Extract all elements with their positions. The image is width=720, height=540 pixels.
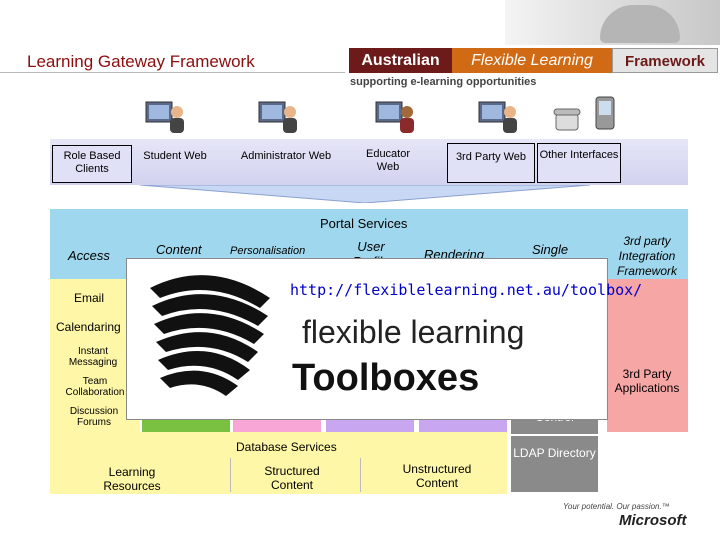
content-label: Content: [156, 242, 202, 257]
title-divider: [0, 72, 345, 73]
collaboration-services-column: [50, 279, 140, 432]
unstructured-content: Unstructured Content: [402, 462, 472, 490]
db-divider: [230, 458, 231, 492]
integration-framework-label: 3rd party Integration Framework: [616, 234, 677, 278]
service-instant-messaging: Instant Messaging: [68, 346, 118, 368]
learning-resources: Learning Resources: [103, 465, 161, 493]
service-team-collaboration: Team Collaboration: [65, 376, 125, 398]
third-party-web: 3rd Party Web: [447, 143, 535, 183]
toolbox-line1: flexible learning: [302, 314, 525, 350]
afl-tagline: supporting e-learning opportunities: [350, 76, 537, 88]
integration-area: [607, 209, 688, 279]
access-label: Access: [68, 248, 110, 263]
structured-content: Structured Content: [264, 464, 320, 492]
service-discussion-forums: Discussion Forums: [69, 406, 119, 428]
service-email: Email: [74, 291, 105, 305]
role-based-clients-label: Role Based Clients: [52, 145, 132, 183]
student-web: Student Web: [143, 150, 207, 162]
pda-icon: [595, 96, 615, 130]
toolbox-url-link[interactable]: http://flexiblelearning.net.au/toolbox/: [290, 281, 643, 299]
strip-violet: [419, 420, 507, 432]
administrator-web: Administrator Web: [240, 150, 332, 162]
toolbox-line2: Toolboxes: [292, 357, 480, 399]
afl-logo-flexible: Flexible Learning: [452, 48, 612, 73]
computer-user-icon: [375, 101, 414, 133]
afl-logo-australian: Australian: [349, 48, 452, 73]
ldap-directory: LDAP Directory: [511, 436, 598, 492]
computer-user-icon: [478, 101, 517, 133]
person-photo: [600, 5, 680, 43]
database-services-title: Database Services: [236, 440, 337, 454]
third-party-apps-column: [607, 279, 688, 432]
phone-icon: [553, 108, 581, 131]
portal-services-title: Portal Services: [320, 216, 408, 231]
strip-pink: [233, 420, 321, 432]
toolbox-swirl-logo: [150, 275, 270, 396]
chevron-divider: [140, 185, 590, 203]
strip-purple: [326, 420, 414, 432]
service-calendaring: Calendaring: [56, 320, 121, 334]
footer-tagline: Your potential. Our passion.™: [563, 502, 670, 511]
database-services-area: [50, 432, 507, 494]
computer-user-icon: [258, 101, 297, 133]
other-interfaces: Other Interfaces: [537, 143, 621, 183]
db-divider: [360, 458, 361, 492]
computer-user-icon: [145, 101, 184, 133]
single-label: Single: [532, 242, 569, 257]
microsoft-logo: Microsoft: [619, 512, 687, 529]
page-title: Learning Gateway Framework: [27, 52, 255, 71]
strip-green: [142, 420, 230, 432]
educator-web: Educator Web: [365, 148, 411, 173]
third-party-apps-label: 3rd Party Applications: [614, 367, 680, 395]
afl-logo-framework: Framework: [612, 48, 718, 73]
personalisation-label: Personalisation: [230, 245, 306, 257]
